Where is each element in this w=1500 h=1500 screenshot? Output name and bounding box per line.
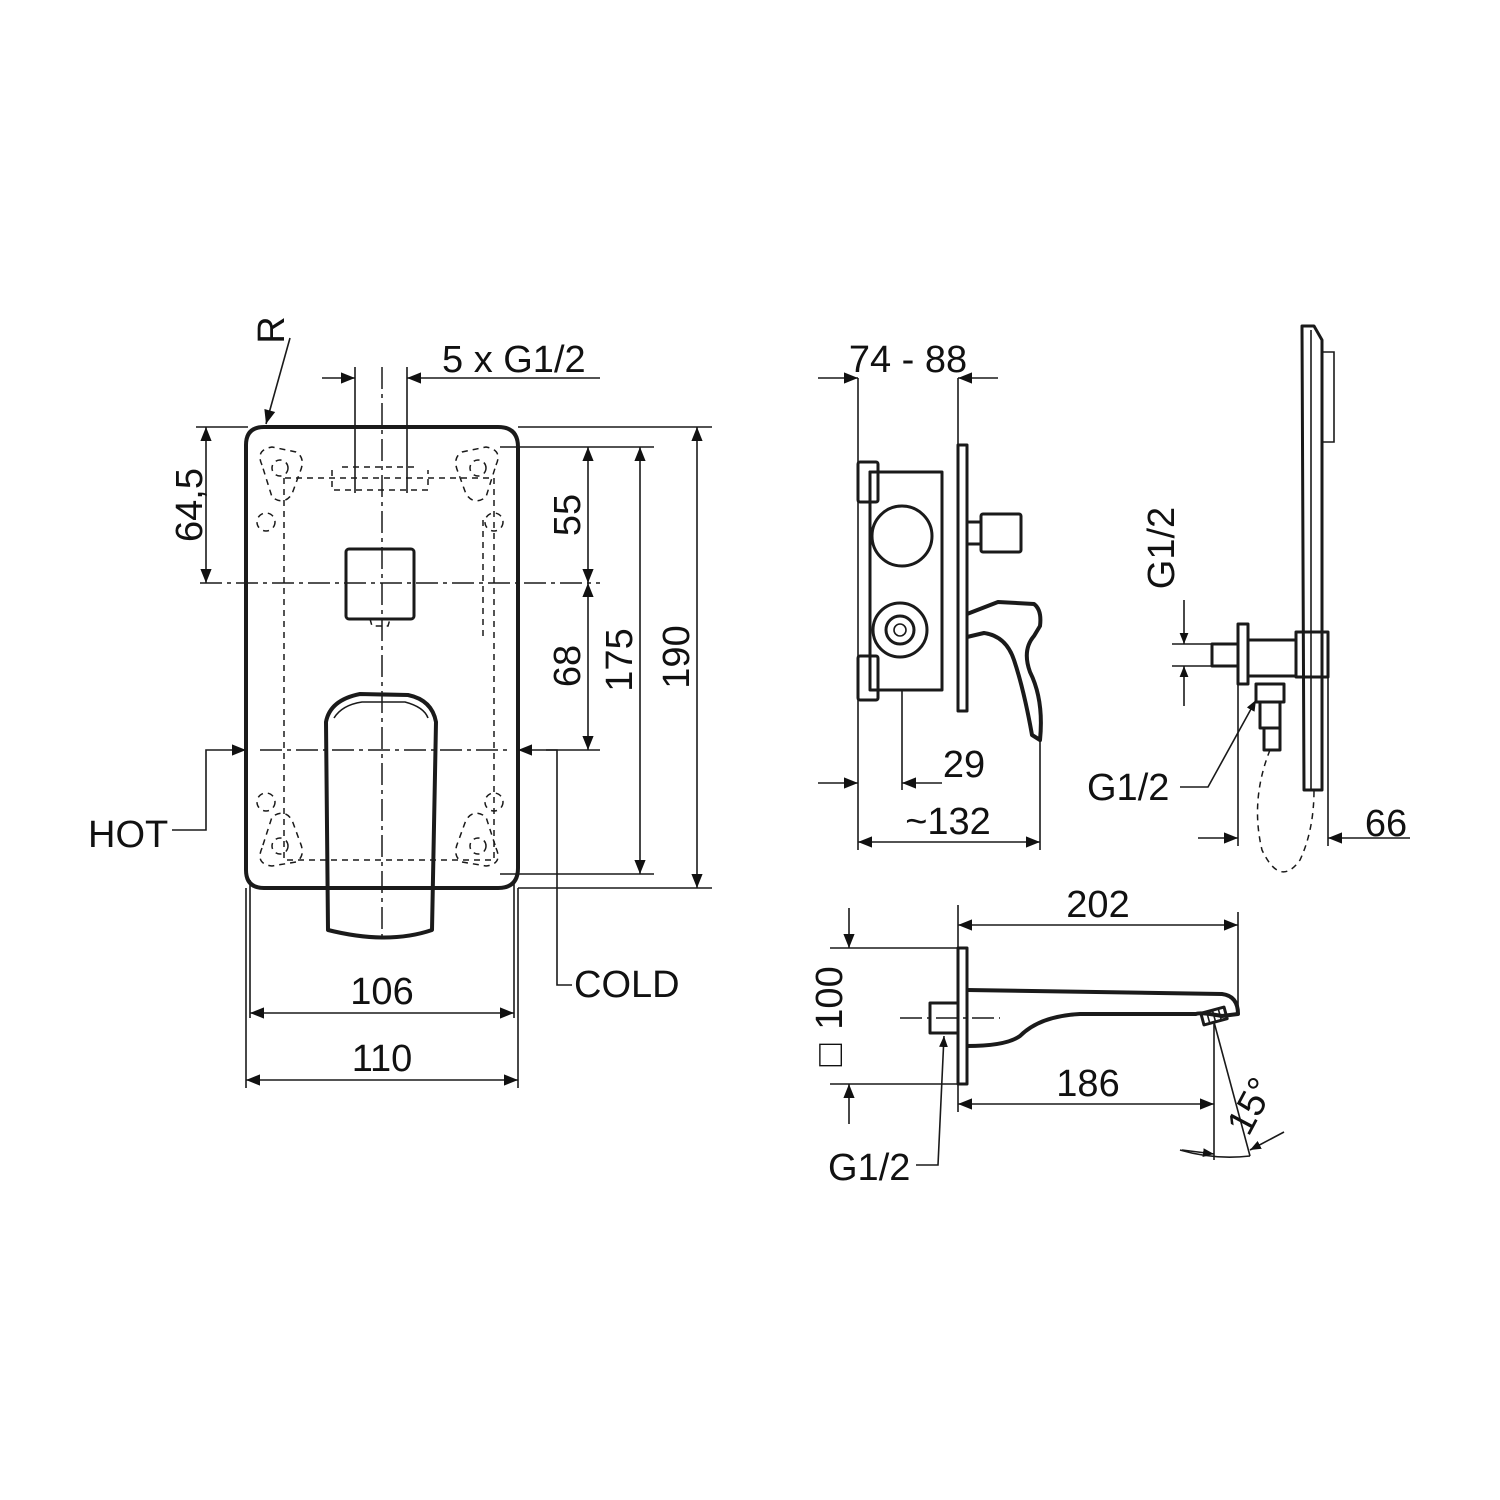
side-lever [966, 600, 1043, 742]
lever-handle [324, 692, 438, 940]
hidden-body-outline [283, 466, 495, 861]
dim-132: ~132 [905, 801, 991, 843]
side-cover-plate [956, 443, 969, 713]
dim-68: 68 [547, 645, 589, 687]
dim-74-88: 74 - 88 [849, 339, 967, 381]
dim-100: 100 [809, 966, 851, 1029]
spout-view: 202 100 □ 186 15° G1/2 [809, 884, 1285, 1189]
dim-110: 110 [352, 1038, 413, 1080]
dim-55: 55 [547, 494, 589, 536]
dim-190: 190 [656, 625, 698, 688]
label-r: R [251, 316, 293, 343]
dim-202: 202 [1066, 884, 1129, 926]
side-body [868, 470, 944, 692]
spout-body [966, 988, 1240, 1048]
cover-plate [244, 425, 520, 890]
hand-shower-view: G1/2 G1/2 66 [1087, 324, 1410, 873]
dim-186: 186 [1056, 1063, 1119, 1105]
label-hot: HOT [88, 814, 168, 856]
square-symbol: □ [809, 1043, 851, 1066]
dim-106: 106 [350, 971, 413, 1013]
label-5xg12: 5 x G1/2 [442, 339, 586, 381]
label-g12-shower-upper: G1/2 [1141, 507, 1183, 589]
label-cold: COLD [574, 964, 680, 1006]
shower-handle [1300, 324, 1324, 792]
dim-66: 66 [1365, 803, 1407, 845]
dim-175: 175 [599, 628, 641, 691]
dim-29: 29 [943, 744, 985, 786]
dimension-lines [200, 372, 703, 1086]
label-g12-spout: G1/2 [828, 1147, 910, 1189]
front-view: R 5 x G1/2 64,5 55 68 175 190 HOT COLD 1… [88, 316, 712, 1088]
shower-hose [1256, 749, 1315, 873]
diverter-knob [344, 547, 416, 621]
side-view: 74 - 88 29 ~132 [818, 339, 1043, 850]
dim-15deg: 15° [1219, 1071, 1283, 1141]
mounting-lugs [256, 446, 504, 867]
dim-64-5: 64,5 [169, 468, 211, 542]
label-g12-shower-lower: G1/2 [1087, 767, 1169, 809]
